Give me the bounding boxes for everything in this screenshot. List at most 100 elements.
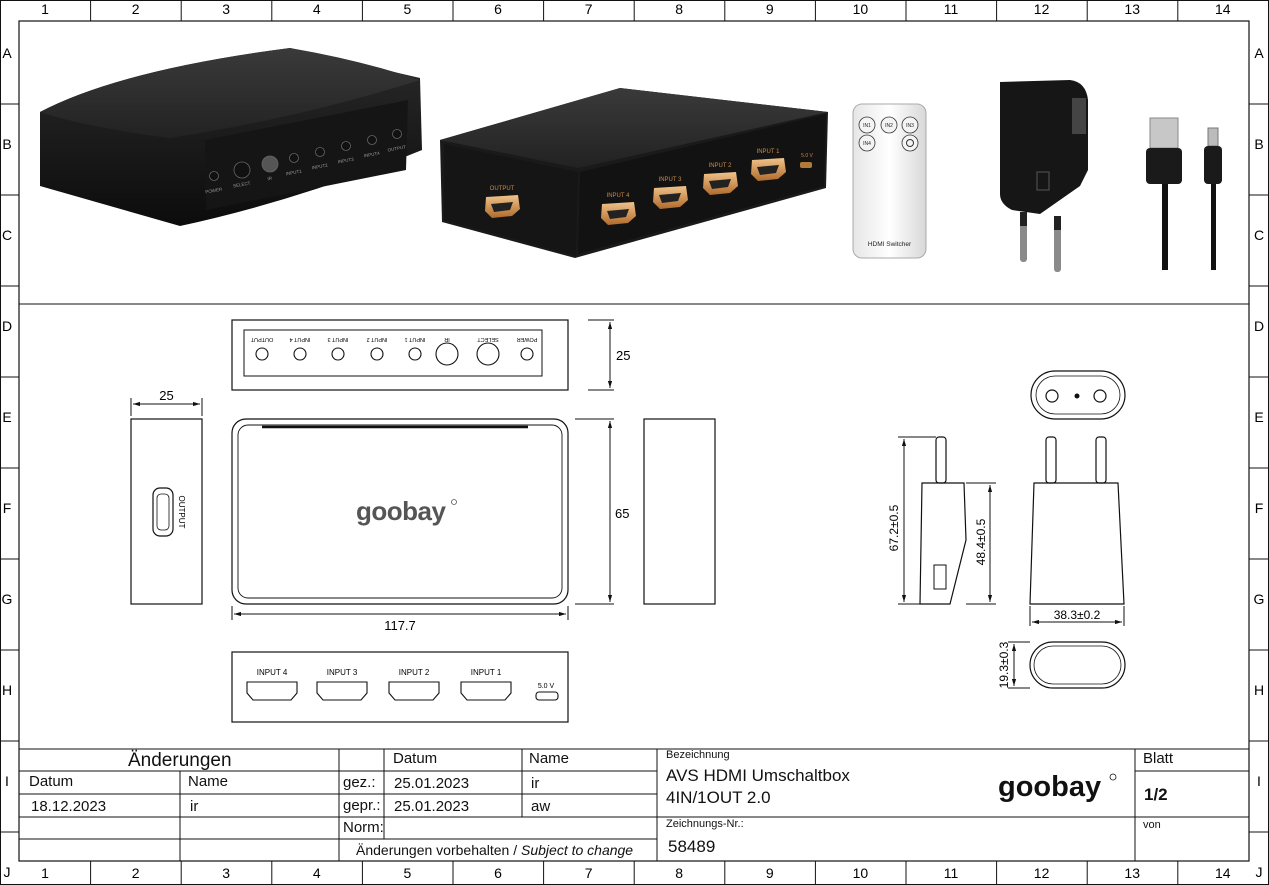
- side-output-label: OUTPUT: [177, 496, 186, 529]
- hdmi-port: [246, 681, 298, 701]
- control-hole: [289, 153, 299, 163]
- control-hole: [209, 171, 219, 181]
- head-date: Datum: [393, 750, 438, 767]
- grid-col-label: 14: [1215, 865, 1231, 881]
- checked-label: gepr.:: [343, 797, 381, 814]
- title-block-logo: goobay: [998, 771, 1117, 803]
- front-panel-label: IR: [444, 336, 450, 342]
- drawing-plug-top: [1030, 370, 1126, 420]
- dim-width: 117.7: [231, 606, 569, 633]
- registered-mark: [451, 499, 457, 505]
- goobay-logo: goobay: [356, 496, 457, 526]
- panel-hole: [520, 347, 534, 361]
- grid-col-label: 6: [494, 865, 502, 881]
- grid-col-label: 14: [1215, 1, 1231, 17]
- panel-hole: [408, 347, 422, 361]
- usb-port: [535, 691, 559, 701]
- panel-hole: [293, 347, 307, 361]
- grid-row-label: J: [1256, 864, 1263, 880]
- grid-row-label: A: [1254, 45, 1264, 61]
- hdmi-port-slot: [607, 209, 629, 219]
- subject-to-change-de: Änderungen vorbehalten /: [356, 842, 518, 858]
- drawn-name: ir: [531, 775, 540, 792]
- grid-row-label: H: [1254, 682, 1264, 698]
- grid-col-label: 8: [675, 1, 683, 17]
- drawing-plug-side: [919, 436, 967, 605]
- photo-front-label: OUTPUT: [387, 144, 406, 152]
- grid-row-label: I: [5, 773, 9, 789]
- dim-depth: 25: [130, 388, 203, 416]
- grid-row-label: D: [1254, 318, 1264, 334]
- sheet-label: Blatt: [1143, 750, 1174, 767]
- grid-row-label: I: [1257, 773, 1261, 789]
- photo-front-label: INPUT2: [311, 163, 328, 171]
- changes-col-date: Datum: [29, 773, 74, 790]
- grid-col-label: 2: [132, 1, 140, 17]
- drawing-side-view: OUTPUT: [130, 418, 203, 605]
- photo-front-label: IR: [267, 176, 273, 182]
- grid-row-label: F: [3, 500, 12, 516]
- change-date: 18.12.2023: [31, 798, 107, 815]
- front-panel-label: SELECT: [477, 336, 499, 342]
- front-panel-label: INPUT 4: [290, 336, 311, 342]
- grid-row-label: G: [2, 591, 13, 607]
- panel-hole: [255, 347, 269, 361]
- logo-text: goobay: [998, 771, 1101, 803]
- panel-hole: [331, 347, 345, 361]
- grid-col-label: 1: [41, 865, 49, 881]
- dim-plug-total-label: 67.2±0.5: [887, 504, 901, 551]
- remote-button: [858, 116, 876, 134]
- head-name: Name: [529, 750, 570, 767]
- dim-plug-width: 38.3±0.2: [1029, 606, 1125, 626]
- change-name: ir: [190, 798, 199, 815]
- grid-col-label: 4: [313, 1, 321, 17]
- drawing-side-view-right: [643, 418, 716, 605]
- dim-length-label: 65: [615, 506, 629, 521]
- designation-line1: AVS HDMI Umschaltbox: [666, 766, 850, 785]
- remote-button: [901, 116, 919, 134]
- of-label: von: [1143, 819, 1161, 831]
- rear-power-label: 5.0 V: [538, 683, 555, 690]
- grid-col-label: 11: [944, 1, 959, 17]
- grid-row-label: F: [1255, 500, 1264, 516]
- photo-front-label: SELECT: [233, 180, 251, 188]
- front-panel-label: OUTPUT: [250, 336, 273, 342]
- subject-to-change: Änderungen vorbehalten / Subject to chan…: [356, 842, 633, 858]
- photo-rear-label: INPUT 4: [607, 193, 631, 199]
- grid-row-label: B: [2, 136, 11, 152]
- panel-hole: [435, 342, 459, 366]
- grid-col-label: 13: [1124, 865, 1140, 881]
- rear-panel-label: INPUT 3: [327, 668, 358, 677]
- registered-mark: [1109, 773, 1117, 781]
- photo-front-label: INPUT3: [337, 157, 354, 165]
- drawing-top-view: goobay: [231, 418, 569, 605]
- drawing-no: 58489: [668, 837, 716, 856]
- hdmi-port: [460, 681, 512, 701]
- photo-rear-label: 5.0 V: [801, 153, 813, 159]
- dim-plug-depth: 19.3±0.3: [997, 641, 1030, 689]
- grid-col-label: 8: [675, 865, 683, 881]
- grid-col-label: 3: [222, 865, 230, 881]
- grid-col-label: 7: [585, 1, 593, 17]
- dim-plug-body: 48.4±0.5: [966, 482, 996, 605]
- rear-panel-label: INPUT 1: [471, 668, 502, 677]
- grid-row-label: B: [1254, 136, 1263, 152]
- remote-caption: HDMI Switcher: [868, 241, 912, 248]
- grid-row-label: G: [1254, 591, 1265, 607]
- control-hole: [341, 141, 351, 151]
- changes-col-name: Name: [188, 773, 229, 790]
- front-panel-label: INPUT 2: [367, 336, 388, 342]
- checked-date: 25.01.2023: [394, 798, 470, 815]
- photo-usb-charger: [1000, 80, 1088, 272]
- grid-row-label: E: [1254, 409, 1263, 425]
- dim-plug-total: 67.2±0.5: [887, 436, 936, 605]
- grid-col-label: 4: [313, 865, 321, 881]
- cycle-icon: [906, 139, 914, 147]
- remote-button-label: IN2: [885, 123, 893, 129]
